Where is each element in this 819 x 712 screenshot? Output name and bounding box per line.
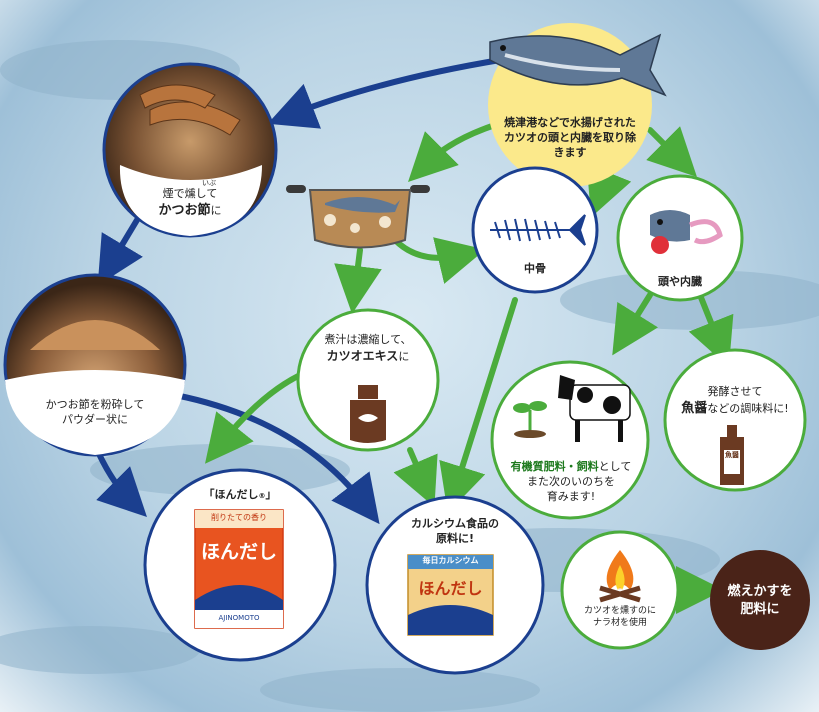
smoke-node bbox=[102, 62, 278, 238]
powder-node bbox=[3, 273, 187, 457]
smoke-suffix: に bbox=[210, 203, 222, 217]
bone-label: 中骨 bbox=[524, 262, 546, 275]
fire-node bbox=[560, 530, 680, 650]
fire-text: カツオを燻すのに ナラ材を使用 bbox=[575, 605, 665, 629]
navy-arrows bbox=[92, 57, 503, 525]
extract-bottle-icon bbox=[350, 385, 386, 443]
extract-node bbox=[296, 308, 440, 452]
compost-line1: 燃えかすを bbox=[727, 584, 793, 599]
calcium-package bbox=[407, 554, 494, 636]
powder-pile-icon bbox=[30, 320, 160, 350]
compost-line2: 肥料に bbox=[740, 601, 780, 617]
hondashi-title-start: 「ほんだし bbox=[203, 488, 259, 501]
fertilizer-text: 有機質肥料・飼料として また次のいのちを 育みます! bbox=[505, 460, 637, 505]
sprout-icon bbox=[513, 401, 547, 438]
hondashi-package bbox=[194, 509, 284, 629]
calcium-text: カルシウム食品の 原料に! bbox=[400, 517, 510, 547]
fire-line1: カツオを燻すのに bbox=[583, 606, 656, 616]
extract-text: 煮汁は濃縮して、 カツオエキスに bbox=[313, 333, 423, 365]
fertilizer-node bbox=[490, 360, 650, 520]
hondashi-title-end: 」 bbox=[265, 488, 277, 501]
katsuobushi-icon bbox=[139, 84, 241, 136]
calcium-line2: 原料に! bbox=[435, 531, 475, 545]
fish-sauce-bottle-icon bbox=[720, 425, 744, 485]
katsuo-fish-node bbox=[488, 23, 667, 187]
katsuo-fish-icon bbox=[489, 33, 667, 97]
hondashi-title: 「ほんだし®」 bbox=[190, 488, 290, 503]
bone-node bbox=[471, 166, 599, 294]
powder-line1: かつお節を粉砕して bbox=[45, 398, 145, 411]
head-node bbox=[616, 174, 744, 302]
compost-node bbox=[710, 550, 810, 650]
fish-head-icon bbox=[650, 210, 723, 254]
hondashi-pkg-name: ほんだし bbox=[200, 541, 277, 563]
seasoning-line2: などの調味料に! bbox=[707, 401, 789, 415]
hondashi-pkg-top: 削りたての香り bbox=[211, 513, 267, 522]
head-label: 頭や内臓 bbox=[658, 275, 702, 288]
smoke-prefix: 煙で bbox=[162, 187, 185, 200]
calcium-pkg-top: 毎日カルシウム bbox=[422, 556, 479, 565]
seasoning-line1: 発酵させて bbox=[707, 385, 763, 398]
fire-line2: ナラ材を使用 bbox=[592, 618, 647, 629]
extract-line1: 煮汁は濃縮して、 bbox=[324, 333, 412, 346]
powder-text: かつお節を粉砕して パウダー状に bbox=[20, 398, 170, 428]
fertilizer-bold: 有機質肥料・飼料 bbox=[510, 460, 599, 473]
cow-icon bbox=[558, 375, 631, 442]
fertilizer-line1: として bbox=[598, 460, 632, 473]
smoke-bold: かつお節 bbox=[158, 202, 211, 218]
seasoning-bottle-label: 魚醤 bbox=[725, 451, 739, 459]
calcium-pkg-name: ほんだし bbox=[418, 579, 483, 598]
powder-line2: パウダー状に bbox=[62, 412, 128, 426]
seasoning-text: 発酵させて 魚醤などの調味料に! bbox=[675, 385, 795, 417]
seasoning-node bbox=[663, 348, 807, 492]
hondashi-title-mark: ® bbox=[258, 492, 266, 500]
smoke-line1: 燻して bbox=[184, 187, 218, 200]
extract-suffix: に bbox=[398, 349, 410, 363]
calcium-line1: カルシウム食品の bbox=[411, 517, 499, 530]
pot-icon bbox=[286, 185, 430, 249]
smoke-text: いぶ 煙で燻して かつお節に bbox=[130, 180, 250, 219]
compost-text: 燃えかすを 肥料に bbox=[715, 583, 805, 618]
hondashi-node bbox=[143, 468, 337, 662]
campfire-icon bbox=[599, 550, 641, 603]
fertilizer-line2: また次のいのちを bbox=[527, 474, 615, 488]
seasoning-bold: 魚醤 bbox=[681, 400, 708, 416]
fish-bone-icon bbox=[490, 214, 586, 246]
smoke-ruby: いぶ bbox=[202, 179, 216, 187]
green-arrows bbox=[205, 122, 734, 614]
hondashi-pkg-brand: AJINOMOTO bbox=[218, 614, 260, 622]
calcium-node bbox=[365, 495, 545, 675]
extract-bold: カツオエキス bbox=[326, 348, 399, 363]
katsuo-fish-text: 焼津港などで水揚げされたカツオの頭と内臓を取り除きます bbox=[504, 116, 636, 159]
fertilizer-line3: 育みます! bbox=[546, 489, 596, 503]
